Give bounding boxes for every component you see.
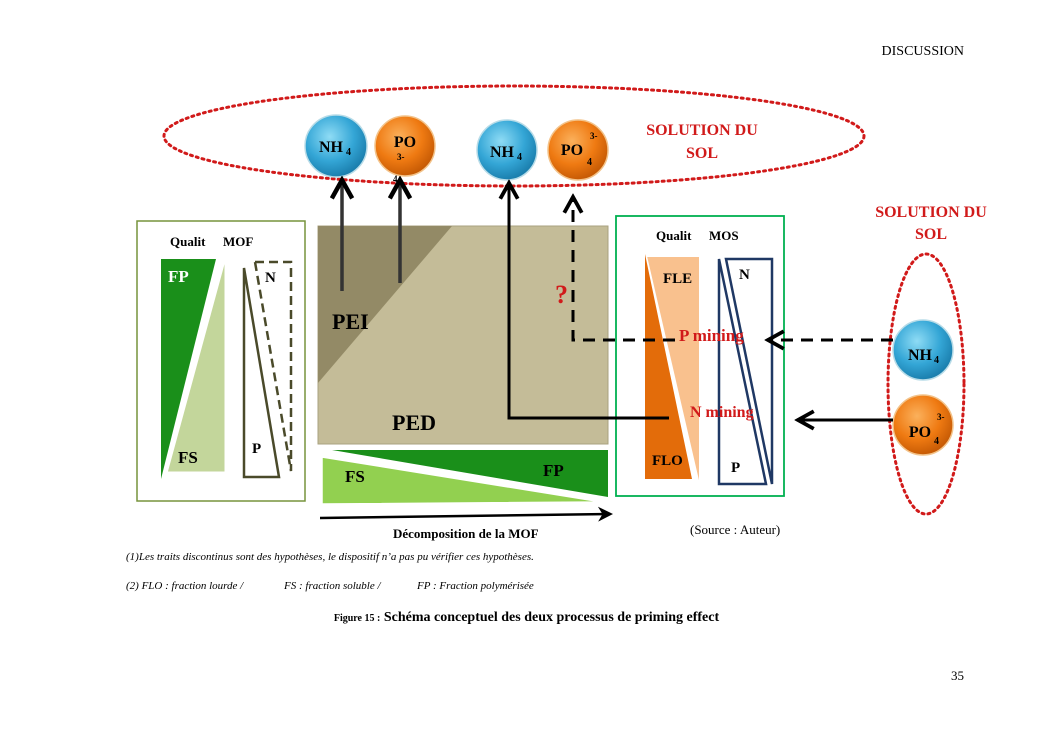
page-header: DISCUSSION xyxy=(881,44,964,59)
svg-text:PO: PO xyxy=(909,424,931,441)
mos-label: MOS xyxy=(709,228,739,243)
mos-n-label: N xyxy=(739,267,750,283)
po4-ion-1: PO 3- 4 xyxy=(374,115,436,184)
pei-triangle xyxy=(318,226,452,383)
center-fp-label: FP xyxy=(543,461,564,480)
mof-n-label: N xyxy=(265,270,276,286)
mof-p-label: P xyxy=(252,441,261,457)
p-mining-label: P mining xyxy=(679,326,744,345)
mos-qualit-label: Qualit xyxy=(656,228,692,243)
svg-text:4: 4 xyxy=(517,152,522,163)
mos-p-label: P xyxy=(731,460,740,476)
right-solution-label-line2: SOL xyxy=(915,226,947,243)
mos-fle-wedge xyxy=(644,255,701,490)
mof-fp-label: FP xyxy=(168,267,189,286)
decomposition-arrow xyxy=(319,506,613,522)
mos-p-triangle xyxy=(717,258,768,486)
svg-text:4: 4 xyxy=(393,174,398,184)
n-mining-outflow-arrow xyxy=(509,183,669,420)
source-note: (Source : Auteur) xyxy=(690,522,781,537)
svg-text:4: 4 xyxy=(346,147,351,158)
question-mark: ? xyxy=(555,280,568,309)
svg-text:4: 4 xyxy=(934,436,939,447)
svg-text:NH: NH xyxy=(908,347,933,364)
svg-text:3-: 3- xyxy=(397,152,405,162)
top-solution-label-line2: SOL xyxy=(686,145,718,162)
pei-label: PEI xyxy=(332,309,369,334)
note-1: (1)Les traits discontinus sont des hypot… xyxy=(126,551,534,563)
right-solution-label-line1: SOLUTION DU xyxy=(875,204,987,221)
svg-text:PO: PO xyxy=(394,134,416,151)
decomposition-label: Décomposition de la MOF xyxy=(393,526,539,541)
page-number: 35 xyxy=(951,668,964,683)
mos-flo-label: FLO xyxy=(652,453,683,469)
po4-ion-right: PO 4 3- xyxy=(892,394,954,456)
svg-text:NH: NH xyxy=(490,144,515,161)
center-fs-wedge xyxy=(321,456,603,505)
mof-fs-label: FS xyxy=(178,448,198,467)
center-fp-wedge xyxy=(332,450,608,497)
mof-qualit-label: Qualit xyxy=(170,234,206,249)
mof-label: MOF xyxy=(223,234,253,249)
p-mining-outflow-arrow xyxy=(573,197,675,342)
ped-label: PED xyxy=(392,410,436,435)
svg-text:PO: PO xyxy=(561,142,583,159)
figure-caption: Figure 15 : Schéma conceptuel des deux p… xyxy=(0,610,1053,626)
n-mining-label: N mining xyxy=(690,404,754,421)
top-solution-label-line1: SOLUTION DU xyxy=(646,122,758,139)
figure-title: Schéma conceptuel des deux processus de … xyxy=(383,610,720,625)
mof-fs-triangle xyxy=(164,252,228,475)
svg-text:NH: NH xyxy=(319,139,344,156)
nh4-ion-1: NH 4 xyxy=(304,114,368,178)
svg-text:4: 4 xyxy=(587,157,592,168)
svg-text:3-: 3- xyxy=(590,131,598,141)
note-2-fp: FP : Fraction polymérisée xyxy=(417,580,534,592)
note-2-flo: (2) FLO : fraction lourde / xyxy=(126,580,244,592)
mof-fp-triangle xyxy=(161,259,216,479)
mos-fle-label: FLE xyxy=(663,271,692,287)
mos-flo-wedge xyxy=(645,254,692,479)
mos-n-triangle xyxy=(724,257,774,485)
mof-p-triangle xyxy=(242,267,281,479)
po4-ion-2: PO 4 3- xyxy=(547,119,609,181)
nh4-ion-2: NH 4 xyxy=(476,119,538,181)
note-2-fs: FS : fraction soluble / xyxy=(284,580,381,592)
figure-number: Figure 15 : xyxy=(333,613,381,624)
right-solution-ellipse xyxy=(886,252,966,516)
svg-text:4: 4 xyxy=(934,355,939,366)
svg-text:3-: 3- xyxy=(937,412,945,422)
mof-n-triangle xyxy=(253,260,293,472)
nh4-ion-right: NH 4 xyxy=(892,319,954,381)
center-fs-label: FS xyxy=(345,467,365,486)
